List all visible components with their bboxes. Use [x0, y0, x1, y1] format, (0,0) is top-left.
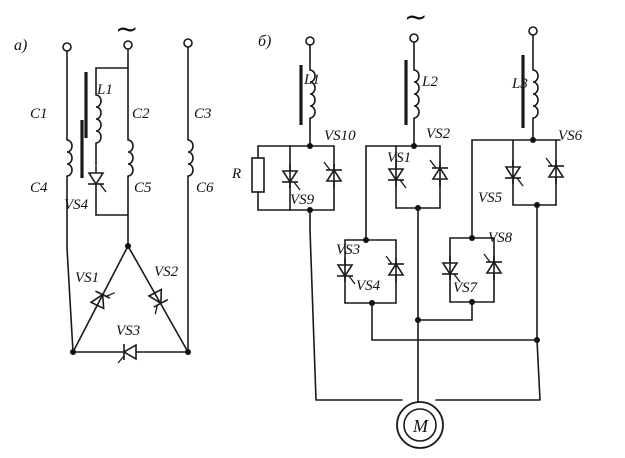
label-vs1-a: VS1 — [75, 270, 99, 286]
label-vs10-b: VS10 — [324, 128, 356, 144]
label-c1: C1 — [30, 106, 48, 122]
label-vs2-a: VS2 — [154, 264, 179, 280]
terminal-a2 — [123, 40, 133, 50]
schematic-b-label: б) — [258, 33, 271, 50]
label-l1-a: L1 — [96, 82, 113, 98]
schematic-a: а) ~ — [14, 12, 214, 364]
supply-symbol-a: ~ — [115, 12, 138, 45]
thyristor-vs1-a — [89, 290, 115, 310]
label-c6: C6 — [196, 180, 214, 196]
thyristor-vs2-a — [147, 288, 169, 315]
terminal-b1 — [305, 36, 315, 46]
thyristor-vs3-a — [117, 343, 137, 364]
thyristor-vs5-b — [504, 159, 524, 187]
label-vs4-a: VS4 — [64, 197, 89, 213]
winding-c1-c4 — [66, 139, 73, 177]
schematic-b: б) ~ — [231, 0, 583, 449]
resistor-r — [251, 157, 265, 193]
label-vs8-b: VS8 — [488, 230, 513, 246]
label-r: R — [231, 166, 241, 182]
label-vs3-b: VS3 — [336, 242, 360, 258]
label-vs7-b: VS7 — [453, 280, 479, 296]
supply-symbol-b: ~ — [404, 0, 427, 33]
label-l1-b: L1 — [303, 72, 320, 88]
label-c5: C5 — [134, 180, 152, 196]
winding-c2-c5 — [127, 139, 134, 177]
inductor-l1-a — [95, 94, 102, 144]
label-l3-b: L3 — [511, 76, 528, 92]
terminal-b3 — [528, 26, 538, 36]
thyristor-vs2-b — [429, 159, 449, 187]
inductor-l2-b — [413, 69, 420, 119]
label-c2: C2 — [132, 106, 150, 122]
label-c3: C3 — [194, 106, 212, 122]
thyristor-vs4-b — [385, 255, 405, 283]
thyristor-vs6-b — [545, 157, 565, 185]
schematic-a-label: а) — [14, 37, 27, 54]
label-l2-b: L2 — [421, 74, 438, 90]
label-vs3-a: VS3 — [116, 323, 140, 339]
label-vs5-b: VS5 — [478, 190, 503, 206]
terminal-a3 — [183, 38, 193, 48]
thyristor-vs4-a — [87, 165, 107, 193]
thyristor-vs3-b — [336, 257, 356, 285]
label-vs2-b: VS2 — [426, 126, 451, 142]
label-c4: C4 — [30, 180, 48, 196]
winding-c3-c6 — [187, 139, 194, 177]
terminal-a1 — [62, 42, 72, 52]
label-vs4-b: VS4 — [356, 278, 381, 294]
label-vs9-b: VS9 — [290, 192, 315, 208]
thyristor-vs9-b — [281, 163, 301, 191]
inductor-l3-b — [532, 69, 539, 119]
label-vs6-b: VS6 — [558, 128, 583, 144]
motor-label: M — [412, 416, 429, 436]
label-vs1-b: VS1 — [387, 150, 411, 166]
thyristor-vs10-b — [323, 161, 343, 189]
terminal-b2 — [409, 33, 419, 43]
thyristor-vs8-b — [483, 253, 503, 281]
thyristor-vs7-b — [441, 255, 461, 283]
